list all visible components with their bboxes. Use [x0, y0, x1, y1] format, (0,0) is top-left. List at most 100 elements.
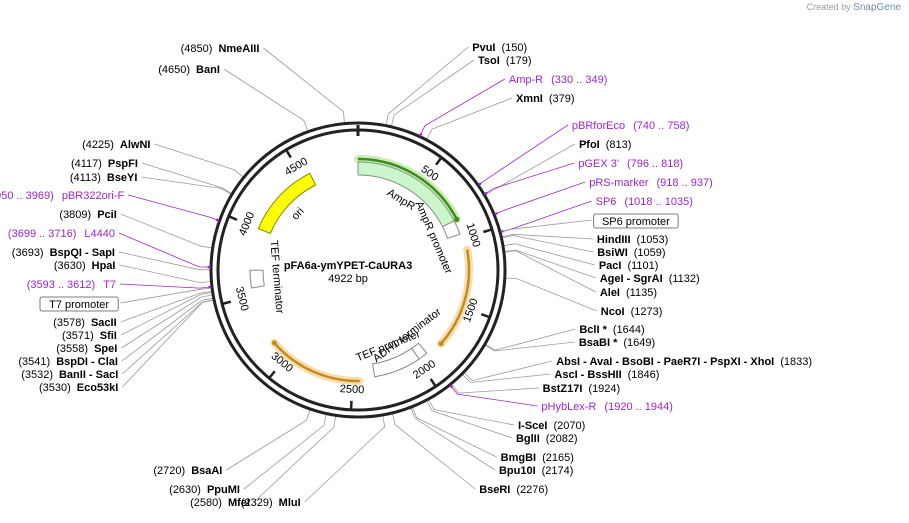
- restriction-site-label[interactable]: (3571)SfiI: [62, 330, 117, 342]
- feature-promoter[interactable]: [372, 347, 420, 378]
- restriction-site-label[interactable]: AgeI - SgrAI(1132): [600, 273, 700, 285]
- leader-line: [451, 384, 539, 394]
- enzyme-position: (3630): [54, 260, 86, 272]
- leader-line: [120, 292, 212, 336]
- feature-terminator[interactable]: [249, 269, 265, 289]
- primer-label[interactable]: pGEX 3'(796 .. 818): [578, 158, 683, 170]
- restriction-site-label[interactable]: (3530)Eco53kI: [39, 382, 118, 394]
- primer-range: (3950 .. 3969): [0, 190, 54, 202]
- restriction-site-label[interactable]: (2580)MfeI: [190, 497, 250, 509]
- restriction-site-label[interactable]: (3541)BspDI - ClaI: [18, 356, 118, 368]
- restriction-site-label[interactable]: BsiWI(1059): [597, 247, 665, 259]
- restriction-site-label[interactable]: NcoI(1273): [601, 306, 663, 318]
- restriction-site-label[interactable]: AleI(1135): [600, 287, 657, 299]
- primer-label[interactable]: pRS-marker(918 .. 937): [589, 177, 713, 189]
- restriction-site-label[interactable]: (4225)AlwNI: [82, 139, 150, 151]
- restriction-site-label[interactable]: TsoI(179): [478, 55, 531, 67]
- tick-mark: [268, 370, 276, 379]
- enzyme-name: BseYI: [107, 172, 138, 184]
- arc-line: [357, 157, 458, 220]
- leader-line: [485, 341, 575, 352]
- enzyme-position: (3571): [62, 330, 94, 342]
- arc-head: [271, 340, 277, 346]
- arc-head: [454, 216, 460, 222]
- restriction-site-label[interactable]: (2329)MluI: [241, 497, 301, 509]
- restriction-site-label[interactable]: XmnI(379): [516, 93, 575, 105]
- feature-promoter[interactable]: [441, 220, 461, 240]
- primer-name: pBR322ori-F: [62, 190, 125, 202]
- promoter-label[interactable]: T7 promoter: [49, 299, 109, 311]
- restriction-site-label[interactable]: BglII(2082): [516, 433, 578, 445]
- leader-line: [426, 97, 513, 140]
- primer-label[interactable]: Amp-R(330 .. 349): [509, 74, 608, 86]
- enzyme-position: (4225): [82, 139, 114, 151]
- leader-line: [484, 162, 575, 195]
- enzyme-name: BmgBI: [501, 452, 536, 464]
- leader-line: [419, 78, 506, 136]
- leader-line: [119, 264, 211, 283]
- primer-name: SP6: [596, 196, 617, 208]
- enzyme-position: (2082): [546, 433, 578, 445]
- primer-label[interactable]: (3593 .. 3612)T7: [27, 279, 116, 291]
- restriction-site-label[interactable]: HindIII(1053): [597, 234, 668, 246]
- primer-label[interactable]: pHybLex-R(1920 .. 1944): [541, 401, 673, 413]
- leader-line: [478, 124, 569, 186]
- leader-line: [426, 400, 513, 439]
- feature-terminator[interactable]: [411, 342, 428, 360]
- primer-label[interactable]: pBRforEco(740 .. 758): [572, 120, 689, 132]
- enzyme-name: AscI - BssHII: [554, 369, 621, 381]
- restriction-site-label[interactable]: BclI *(1644): [579, 324, 644, 336]
- restriction-site-label[interactable]: (3809)PciI: [59, 209, 116, 221]
- tick-label: 4000: [237, 210, 257, 237]
- restriction-site-label[interactable]: PacI(1101): [599, 260, 659, 272]
- promoter-box: [593, 213, 679, 229]
- enzyme-position: (3558): [56, 343, 88, 355]
- restriction-site-label[interactable]: (3558)SpeI: [56, 343, 117, 355]
- primer-name: pGEX 3': [578, 158, 619, 170]
- restriction-site-label[interactable]: (3630)HpaI: [54, 260, 116, 272]
- leader-line: [412, 407, 497, 458]
- feature-origin[interactable]: [257, 172, 317, 235]
- restriction-site-label[interactable]: BmgBI(2165): [501, 452, 574, 464]
- enzyme-position: (3693): [12, 247, 44, 259]
- enzyme-name: BsaAI: [191, 465, 222, 477]
- primer-label[interactable]: (3699 .. 3716)L4440: [8, 228, 115, 240]
- restriction-site-label[interactable]: PfoI(813): [579, 139, 631, 151]
- restriction-site-label[interactable]: Bpu10I(2174): [499, 465, 573, 477]
- primer-bind-mark: [483, 191, 488, 196]
- primer-bind-mark: [500, 230, 504, 234]
- restriction-site-label[interactable]: (4850)NmeAIII: [181, 43, 260, 55]
- leader-line: [505, 277, 597, 312]
- restriction-site-label[interactable]: BstZ17I(1924): [543, 383, 621, 395]
- restriction-site-label[interactable]: AscI - BssHII(1846): [554, 369, 659, 381]
- restriction-site-label[interactable]: (2630)PpuMI: [169, 484, 240, 496]
- leader-line: [462, 373, 551, 383]
- primer-label[interactable]: SP6(1018 .. 1035): [596, 196, 693, 208]
- restriction-site-label[interactable]: (2720)BsaAI: [153, 465, 222, 477]
- enzyme-position: (379): [549, 93, 575, 105]
- enzyme-position: (3809): [59, 209, 91, 221]
- restriction-site-label[interactable]: BsaBI *(1649): [579, 337, 655, 349]
- backbone-outer: [209, 121, 507, 419]
- enzyme-name: PspFI: [108, 158, 138, 170]
- enzyme-name: BsaBI *: [579, 337, 618, 349]
- primer-label[interactable]: (3950 .. 3969) pBR322ori-F: [0, 190, 124, 202]
- primer-range: (3699 .. 3716): [8, 228, 77, 240]
- leader-line: [226, 409, 311, 471]
- enzyme-name: BanI: [196, 64, 220, 76]
- restriction-site-label[interactable]: PvuI(150): [472, 42, 527, 54]
- restriction-site-label[interactable]: (3578)SacII: [53, 317, 116, 329]
- arc-line: [439, 249, 471, 345]
- restriction-site-label[interactable]: (4117)PspFI: [71, 158, 138, 170]
- enzyme-position: (1273): [631, 306, 663, 318]
- tick-label: 2500: [340, 383, 365, 396]
- restriction-site-label[interactable]: (3532)BanII - SacI: [21, 369, 118, 381]
- restriction-site-label[interactable]: I-SceI(2070): [518, 420, 585, 432]
- restriction-site-label[interactable]: (4650)BanI: [158, 64, 220, 76]
- tick-mark: [435, 157, 442, 166]
- restriction-site-label[interactable]: BseRI(2276): [479, 484, 548, 496]
- promoter-label[interactable]: SP6 promoter: [602, 216, 670, 228]
- restriction-site-label[interactable]: (4113)BseYI: [70, 172, 138, 184]
- restriction-site-label[interactable]: (3693)BspQI - SapI: [12, 247, 115, 259]
- restriction-site-label[interactable]: AbsI - AvaI - BsoBI - PaeR7I - PspXI - X…: [556, 356, 812, 368]
